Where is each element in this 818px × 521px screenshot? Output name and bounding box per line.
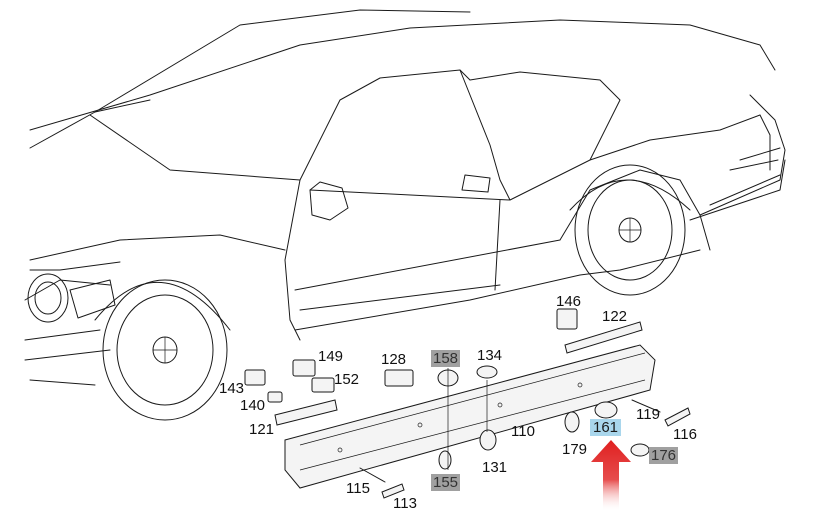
highlight-arrow: [591, 440, 631, 512]
callout-179: 179: [562, 441, 588, 458]
leader-lines: [447, 368, 488, 470]
callout-155: 155: [431, 474, 461, 491]
part-140: [267, 391, 283, 403]
callout-121: 121: [249, 421, 275, 438]
callout-113: 113: [393, 495, 417, 512]
part-116: [664, 407, 691, 427]
side-skirt: [284, 344, 656, 489]
part-152: [311, 377, 335, 393]
callout-161: 161: [590, 419, 622, 436]
callout-115: 115: [346, 480, 370, 497]
part-143: [244, 369, 266, 386]
door-handle: [461, 174, 491, 193]
car-body-outline: [24, 9, 786, 386]
callout-143: 143: [219, 380, 245, 397]
front-lights: [27, 273, 116, 323]
callout-116: 116: [673, 426, 697, 443]
part-149: [292, 359, 316, 377]
part-176: [630, 443, 650, 457]
callout-149: 149: [318, 348, 344, 365]
part-128: [384, 369, 414, 387]
part-161: [594, 401, 618, 419]
part-113: [381, 483, 405, 499]
part-121-strip: [274, 399, 338, 426]
callout-152: 152: [334, 371, 360, 388]
callout-122: 122: [602, 308, 628, 325]
callout-128: 128: [381, 351, 407, 368]
rear-wheel: [569, 164, 691, 296]
part-146: [556, 308, 578, 330]
side-mirror: [309, 181, 349, 221]
part-155: [438, 450, 452, 470]
callout-131: 131: [482, 459, 508, 476]
callout-134: 134: [477, 347, 503, 364]
part-179: [564, 411, 580, 433]
callout-158: 158: [431, 350, 461, 367]
front-wheel: [94, 279, 231, 421]
callout-110: 110: [511, 423, 535, 440]
callout-146: 146: [556, 293, 582, 310]
part-131: [479, 429, 497, 451]
part-115: [359, 467, 386, 483]
part-119: [631, 399, 661, 413]
callout-119: 119: [636, 406, 660, 423]
callout-176: 176: [649, 447, 679, 464]
part-122-strip: [564, 321, 643, 354]
part-134: [476, 365, 498, 379]
callout-140: 140: [240, 397, 266, 414]
